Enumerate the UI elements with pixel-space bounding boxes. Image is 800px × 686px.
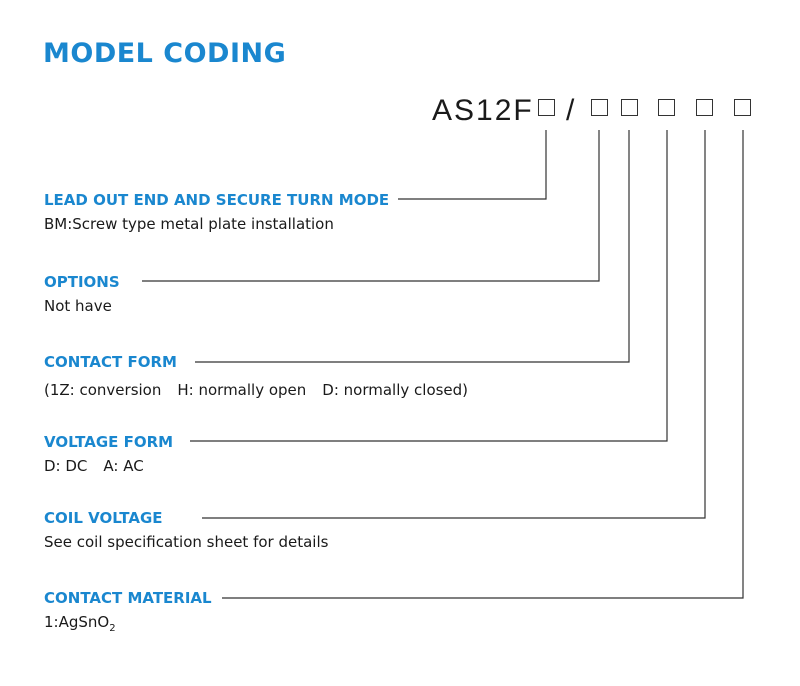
- section-description: BM:Screw type metal plate installation: [44, 215, 334, 233]
- contact-form-option-1z: (1Z: conversion: [44, 381, 162, 399]
- section-description: D: DC A: AC: [44, 457, 173, 475]
- section-description: 1:AgSnO2: [44, 613, 212, 634]
- section-contact-material: CONTACT MATERIAL 1:AgSnO2: [44, 589, 212, 634]
- code-box-2: [591, 99, 608, 116]
- section-heading: CONTACT FORM: [44, 353, 177, 371]
- connector-line-coil-voltage: [202, 130, 706, 519]
- section-options: OPTIONS Not have: [44, 273, 120, 315]
- connector-line-lead-out: [398, 130, 547, 200]
- code-box-3: [621, 99, 638, 116]
- voltage-form-option-dc: D: DC: [44, 457, 88, 475]
- code-box-6: [734, 99, 751, 116]
- section-heading: COIL VOLTAGE: [44, 509, 163, 527]
- connector-line-options: [142, 130, 600, 282]
- code-box-1: [538, 99, 555, 116]
- contact-form-option-d: D: normally closed): [322, 381, 469, 399]
- section-description: See coil specification sheet for details: [44, 533, 329, 551]
- section-description: Not have: [44, 297, 112, 315]
- contact-material-subscript: 2: [109, 623, 116, 634]
- model-code-separator: /: [566, 94, 577, 127]
- connector-line-contact-form: [195, 130, 630, 363]
- section-heading: LEAD OUT END AND SECURE TURN MODE: [44, 191, 390, 209]
- code-box-5: [696, 99, 713, 116]
- section-voltage-form: VOLTAGE FORM D: DC A: AC: [44, 433, 173, 475]
- section-heading: OPTIONS: [44, 273, 120, 291]
- connector-line-contact-material: [222, 130, 744, 599]
- contact-form-option-h: H: normally open: [177, 381, 307, 399]
- section-contact-form: CONTACT FORM (1Z: conversion H: normally …: [44, 353, 468, 399]
- section-heading: VOLTAGE FORM: [44, 433, 174, 451]
- model-code-prefix: AS12F: [432, 94, 534, 127]
- page-title: MODEL CODING: [43, 38, 287, 69]
- section-lead-out-end: LEAD OUT END AND SECURE TURN MODE BM:Scr…: [44, 191, 389, 233]
- voltage-form-option-ac: A: AC: [103, 457, 144, 475]
- contact-material-text: 1:AgSnO: [44, 613, 110, 631]
- section-heading: CONTACT MATERIAL: [44, 589, 212, 607]
- connector-line-voltage-form: [190, 130, 668, 442]
- section-description: (1Z: conversion H: normally open D: normal…: [44, 381, 468, 399]
- section-coil-voltage: COIL VOLTAGE See coil specification shee…: [44, 509, 328, 551]
- code-box-4: [658, 99, 675, 116]
